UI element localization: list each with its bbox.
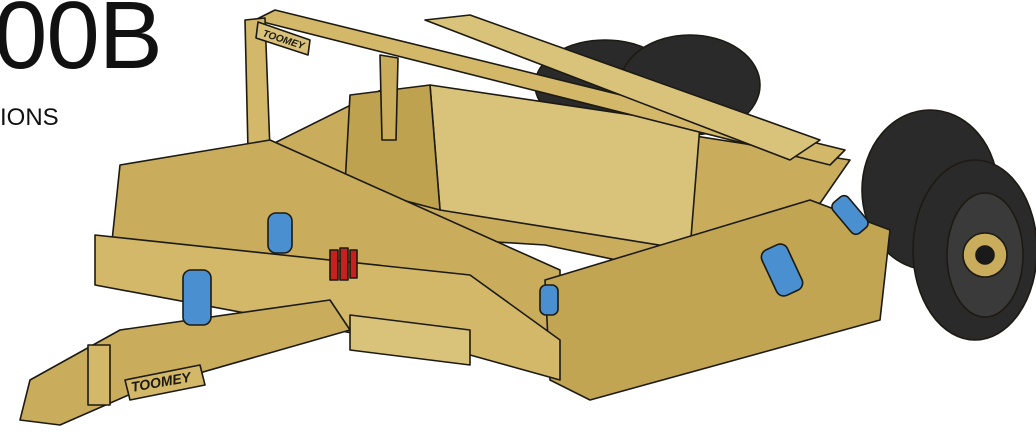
hydraulic-cylinders	[182, 194, 869, 326]
right-side-wall	[544, 199, 891, 401]
hitch-post	[87, 344, 111, 406]
model-subtitle: IONS	[0, 104, 59, 131]
front-mast-right	[379, 54, 399, 141]
hitch-brand-plate	[124, 364, 206, 401]
rear-apron	[424, 14, 821, 161]
top-frame-bar	[254, 9, 846, 166]
lower-roller	[349, 314, 471, 366]
mast-brand-plate	[255, 21, 311, 56]
red-valve-block	[329, 247, 358, 281]
bowl-side-panel	[344, 84, 441, 211]
model-title: 00B	[0, 0, 163, 89]
